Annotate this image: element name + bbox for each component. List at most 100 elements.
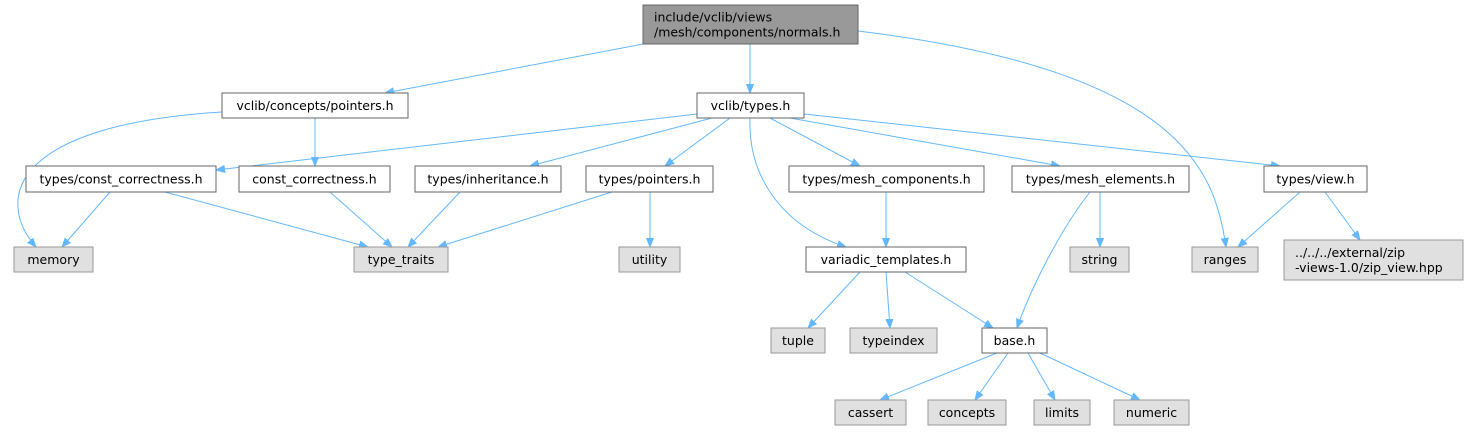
node-box [353, 246, 449, 273]
node-cassert: cassert [834, 399, 907, 426]
node-base-h[interactable]: base.h [981, 327, 1048, 354]
node-box [414, 165, 562, 193]
node-label: types/pointers.h [599, 172, 701, 187]
node-label: concepts [939, 405, 995, 420]
node-label: base.h [994, 333, 1036, 348]
node-zip-view: ../../../external/zip-views-1.0/zip_view… [1283, 239, 1464, 281]
node-label: types/mesh_components.h [802, 172, 970, 187]
node-concepts: concepts [927, 399, 1007, 426]
node-label: utility [632, 252, 668, 267]
node-tuple: tuple [770, 327, 826, 354]
node-label: numeric [1126, 405, 1177, 420]
edge-types-h-to-types-inheritance [530, 117, 713, 166]
node-concepts-pointers[interactable]: vclib/concepts/pointers.h [221, 92, 409, 119]
node-box [805, 246, 967, 273]
node-label: memory [27, 252, 80, 267]
edge-base-h-to-limits [1027, 352, 1055, 400]
edge-variadic-templates-to-tuple [808, 271, 861, 328]
node-box [1191, 246, 1259, 273]
node-box [642, 4, 859, 45]
node-types-mesh-components[interactable]: types/mesh_components.h [788, 165, 985, 193]
edge-types-mesh-elements-to-base-h [1017, 191, 1091, 328]
edge-types-const-correctness-to-memory [62, 191, 111, 247]
edge-types-view-to-ranges [1238, 191, 1301, 247]
node-box [770, 327, 826, 354]
node-types-pointers[interactable]: types/pointers.h [585, 165, 714, 193]
node-memory: memory [13, 246, 94, 273]
edge-types-h-to-types-pointers [665, 117, 731, 166]
node-label: types/inheritance.h [427, 172, 548, 187]
node-label: types/const_correctness.h [39, 172, 202, 187]
node-label: include/vclib/views [654, 10, 772, 25]
node-root[interactable]: include/vclib/views/mesh/components/norm… [642, 4, 859, 45]
node-label: ranges [1204, 252, 1247, 267]
node-box [238, 165, 391, 193]
node-label: tuple [782, 333, 814, 348]
node-label: const_correctness.h [252, 172, 376, 187]
node-box [221, 92, 409, 119]
node-types-mesh-elements[interactable]: types/mesh_elements.h [1011, 165, 1190, 193]
node-box [1283, 239, 1464, 281]
node-limits: limits [1033, 399, 1091, 426]
edge-types-inheritance-to-type-traits [408, 191, 461, 247]
edge-types-h-to-types-mesh-elements [789, 117, 1060, 166]
node-label: /mesh/components/normals.h [654, 25, 840, 40]
edge-types-h-to-variadic-templates [749, 117, 846, 247]
node-types-const-correctness[interactable]: types/const_correctness.h [25, 165, 217, 193]
node-label: variadic_templates.h [821, 252, 952, 267]
node-type-traits: type_traits [353, 246, 449, 273]
node-label: cassert [848, 405, 893, 420]
edge-types-h-to-types-const-correctness [216, 113, 698, 170]
node-const-correctness[interactable]: const_correctness.h [238, 165, 391, 193]
node-types-h[interactable]: vclib/types.h [696, 92, 805, 119]
node-label: limits [1045, 405, 1079, 420]
node-variadic-templates[interactable]: variadic_templates.h [805, 246, 967, 273]
edge-types-h-to-types-view [803, 113, 1280, 166]
node-box [13, 246, 94, 273]
edge-types-pointers-to-type-traits [438, 191, 613, 247]
node-box [849, 327, 938, 354]
node-box [585, 165, 714, 193]
dependency-edges [17, 30, 1360, 401]
node-box [696, 92, 805, 119]
node-label: types/mesh_elements.h [1026, 172, 1175, 187]
node-types-view[interactable]: types/view.h [1263, 165, 1368, 193]
node-label: string [1082, 252, 1118, 267]
node-box [1069, 246, 1130, 273]
edge-types-const-correctness-to-type-traits [164, 191, 368, 247]
node-ranges: ranges [1191, 246, 1259, 273]
edge-types-h-to-types-mesh-components [769, 117, 860, 166]
edge-const-correctness-to-type-traits [329, 191, 392, 247]
edge-root-to-ranges [857, 30, 1226, 247]
node-box [25, 165, 217, 193]
edge-base-h-to-cassert [880, 352, 998, 401]
node-box [1263, 165, 1368, 193]
node-label: vclib/types.h [711, 98, 791, 113]
edge-types-view-to-zip-view [1324, 191, 1360, 240]
node-string: string [1069, 246, 1130, 273]
node-types-inheritance[interactable]: types/inheritance.h [414, 165, 562, 193]
node-label: vclib/concepts/pointers.h [236, 98, 393, 113]
file-nodes: include/vclib/views/mesh/components/norm… [13, 4, 1464, 426]
node-box [1033, 399, 1091, 426]
node-label: -views-1.0/zip_view.hpp [1295, 260, 1443, 275]
edge-base-h-to-concepts [975, 352, 1009, 400]
node-box [1011, 165, 1190, 193]
node-box [927, 399, 1007, 426]
node-label: ../../../external/zip [1295, 245, 1405, 260]
edge-variadic-templates-to-typeindex [886, 271, 890, 328]
node-box [1113, 399, 1190, 426]
node-box [788, 165, 985, 193]
edge-root-to-concepts-pointers [385, 43, 644, 93]
edge-variadic-templates-to-base-h [904, 271, 993, 328]
node-numeric: numeric [1113, 399, 1190, 426]
node-box [981, 327, 1048, 354]
node-utility: utility [618, 246, 681, 273]
node-label: type_traits [368, 252, 435, 267]
node-box [834, 399, 907, 426]
edge-base-h-to-numeric [1039, 352, 1140, 400]
node-label: types/view.h [1276, 172, 1354, 187]
node-typeindex: typeindex [849, 327, 938, 354]
node-box [618, 246, 681, 273]
